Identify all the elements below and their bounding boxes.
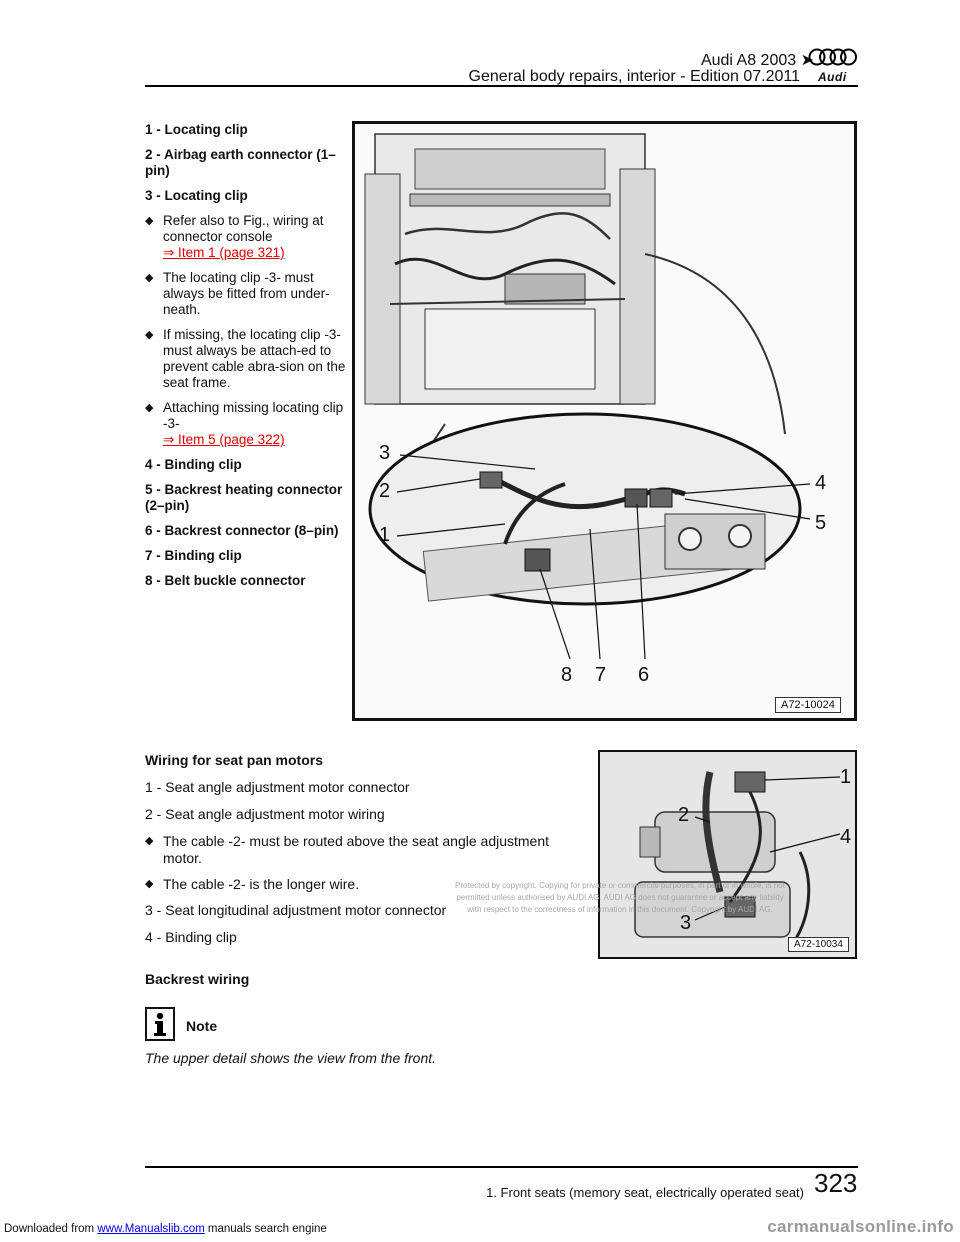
legend-seat-pan-motors: Wiring for seat pan motors 1 - Seat angl…	[145, 752, 585, 956]
figure-code: A72-10034	[788, 937, 849, 952]
site-watermark: carmanualsonline.info	[767, 1217, 954, 1236]
audi-rings-logo	[808, 48, 857, 66]
callout-2: 2	[379, 480, 391, 502]
diamond-bullet-icon: ◆	[145, 215, 154, 227]
legend-item: 6 - Backrest connector (8–pin)	[145, 523, 339, 538]
callout-6: 6	[638, 664, 650, 686]
manualslib-link[interactable]: www.Manualslib.com	[97, 1223, 205, 1235]
callout-7: 7	[595, 664, 607, 686]
download-banner: Downloaded from www.Manualslib.com manua…	[4, 1223, 327, 1235]
diamond-bullet-icon: ◆	[145, 835, 154, 847]
legend-bullet: ◆ If missing, the locating clip -3- must…	[145, 327, 353, 391]
callout-3: 3	[379, 442, 391, 464]
figure-code: A72-10024	[775, 697, 841, 713]
info-note-icon	[145, 1007, 175, 1041]
fig2-callout-3: 3	[680, 912, 692, 934]
diamond-bullet-icon: ◆	[145, 272, 154, 284]
section-title: Backrest wiring	[145, 971, 250, 987]
legend-bullet: ◆ Refer also to Fig., wiring at connecto…	[145, 213, 353, 261]
legend-seat-wiring: 1 - Locating clip 2 - Airbag earth conne…	[145, 122, 353, 598]
legend-item: 2 - Seat angle adjustment motor wiring	[145, 806, 385, 822]
legend-bullet: ◆ Attaching missing locating clip -3- ⇒ …	[145, 400, 353, 448]
link-item-1-page-321[interactable]: ⇒ Item 1 (page 321)	[163, 245, 285, 260]
note-text: The upper detail shows the view from the…	[145, 1050, 437, 1066]
legend-item: 2 - Airbag earth connector (1–pin)	[145, 147, 336, 178]
legend-bullet: ◆ The cable -2- must be routed above the…	[145, 833, 585, 867]
legend-bullet-text: If missing, the locating clip -3- must a…	[163, 327, 346, 390]
legend-item: 4 - Binding clip	[145, 457, 242, 472]
diamond-bullet-icon: ◆	[145, 329, 154, 341]
backrest-wiring-illustration	[364, 133, 811, 660]
fig2-callout-4: 4	[840, 826, 852, 848]
legend-bullet: ◆ The locating clip -3- must always be f…	[145, 270, 353, 318]
legend-item: 7 - Binding clip	[145, 548, 242, 563]
legend-bullet: ◆ The cable -2- is the longer wire.	[145, 876, 585, 893]
header-subtitle: General body repairs, interior - Edition…	[468, 68, 800, 85]
legend-item: 5 - Backrest heating connector (2–pin)	[145, 482, 343, 513]
copyright-watermark: Protected by copyright. Copying for priv…	[455, 881, 785, 914]
legend-item: 3 - Seat longitudinal adjustment motor c…	[145, 902, 447, 918]
link-item-5-page-322[interactable]: ⇒ Item 5 (page 322)	[163, 432, 285, 447]
legend-bullet-text: The cable -2- is the longer wire.	[163, 876, 360, 892]
callout-5: 5	[815, 512, 827, 534]
diamond-bullet-icon: ◆	[145, 878, 154, 890]
legend-item: 3 - Locating clip	[145, 188, 248, 203]
legend-bullet-text: The locating clip -3- must always be fit…	[163, 270, 330, 317]
section-title: Wiring for seat pan motors	[145, 752, 324, 768]
fig2-callout-2: 2	[678, 804, 690, 826]
figure-backrest-wiring: 3 2 1 4 5 8 7 6 A72-10024	[352, 121, 857, 721]
legend-item: 1 - Seat angle adjustment motor connecto…	[145, 779, 410, 795]
audi-wordmark: Audi	[818, 70, 847, 84]
seat-pan-motor-illustration	[600, 752, 855, 957]
header-rule	[145, 85, 858, 87]
note-label: Note	[186, 1018, 218, 1034]
legend-bullet-text: Refer also to Fig., wiring at connector …	[163, 213, 324, 244]
callout-1: 1	[379, 524, 391, 546]
legend-item: 8 - Belt buckle connector	[145, 573, 306, 588]
footer-section-title: 1. Front seats (memory seat, electricall…	[486, 1185, 804, 1200]
header-model: Audi A8 2003 ➤	[700, 52, 814, 69]
figure-seat-pan-motors: 1 2 4 3 A72-10034	[598, 750, 857, 959]
legend-bullet-text: Attaching missing locating clip -3-	[163, 400, 344, 431]
page-number: 323	[814, 1168, 858, 1198]
legend-item: 1 - Locating clip	[145, 122, 248, 137]
callout-8: 8	[561, 664, 573, 686]
footer-rule	[145, 1166, 858, 1168]
legend-bullet-text: The cable -2- must be routed above the s…	[163, 833, 550, 866]
diamond-bullet-icon: ◆	[145, 402, 154, 414]
legend-item: 4 - Binding clip	[145, 929, 237, 945]
fig2-callout-1: 1	[840, 766, 852, 788]
callout-4: 4	[815, 472, 827, 494]
